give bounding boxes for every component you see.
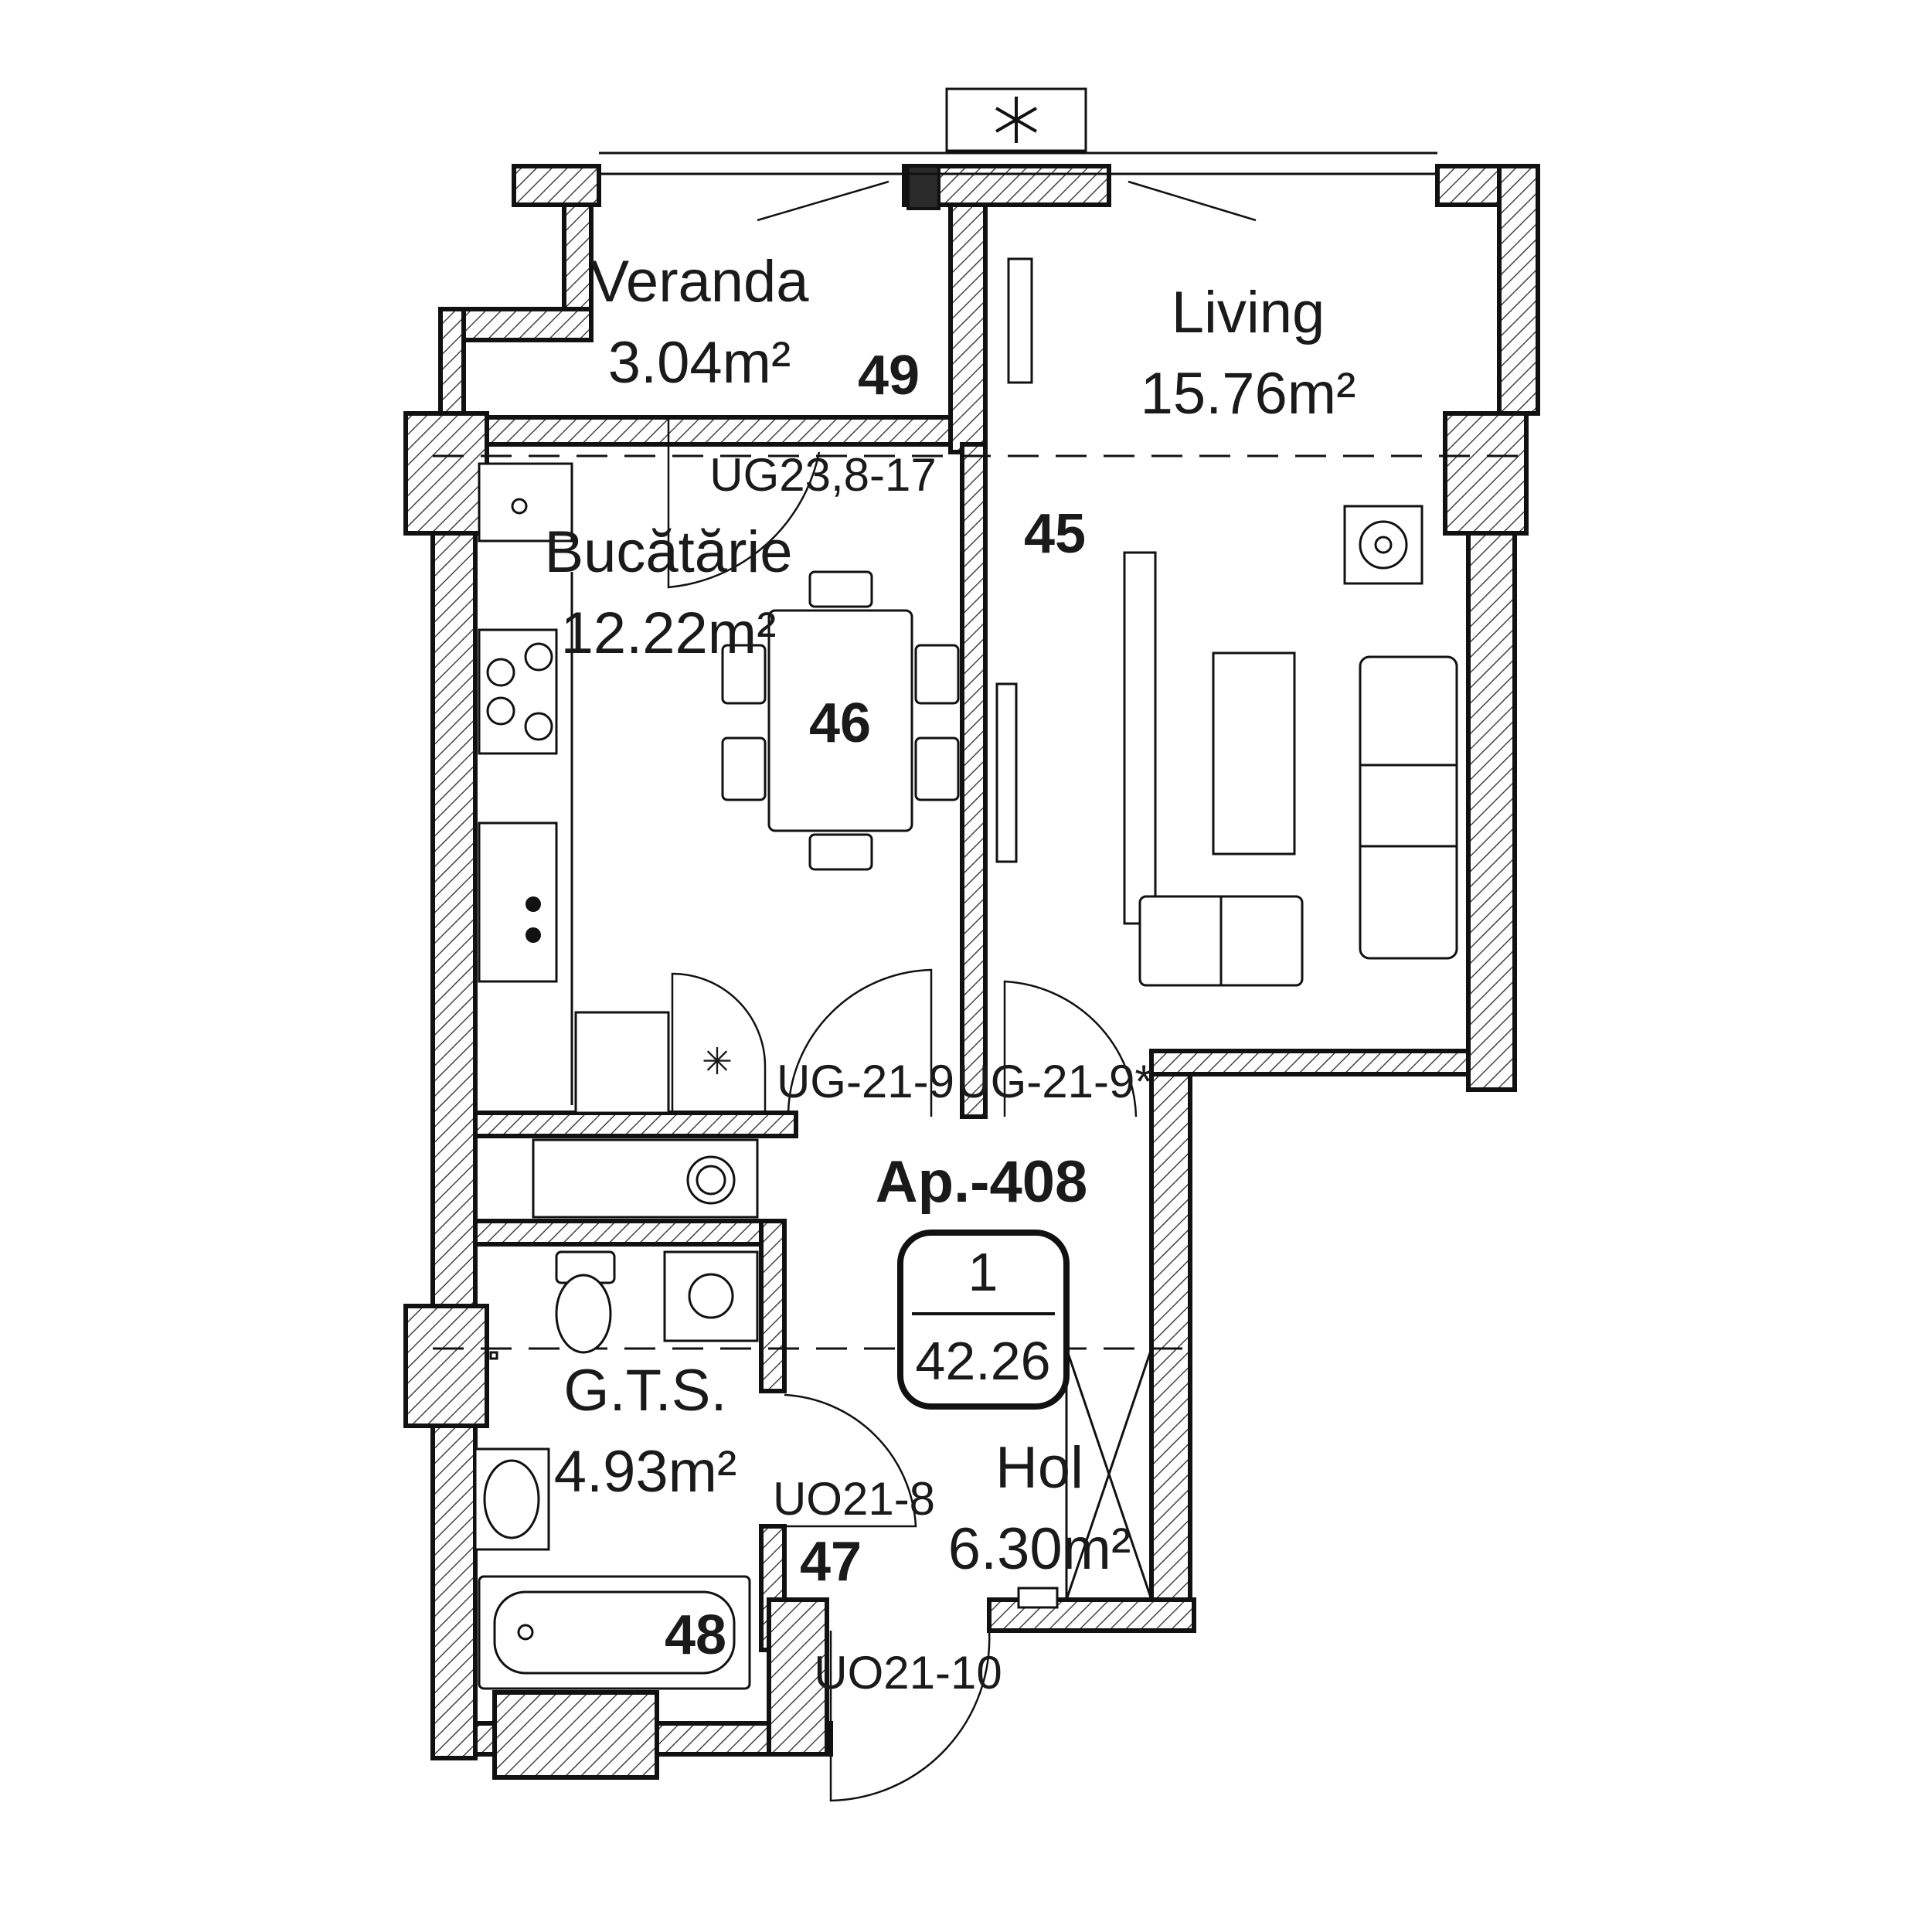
living-number: 45	[1024, 503, 1086, 565]
apartment-total-area: 42.26	[915, 1331, 1050, 1391]
veranda-window-swing-left	[757, 180, 889, 222]
veranda-name: Veranda	[590, 249, 809, 315]
veranda-window-swing-right	[1128, 180, 1257, 222]
living-door-code: UG-21-9*	[957, 1056, 1152, 1107]
snowflake-icon	[995, 97, 1037, 143]
toilet-icon	[555, 1274, 612, 1354]
washbasin	[474, 1447, 550, 1551]
sensor	[1017, 1587, 1059, 1609]
veranda-wall-left	[562, 202, 594, 311]
hall-right-wall	[1149, 1056, 1192, 1602]
kitchen-door-code: UG-21-9	[777, 1056, 954, 1107]
living-wall-right	[1466, 531, 1517, 1092]
apartment-badge	[897, 1230, 1070, 1410]
veranda-door-swing	[667, 417, 821, 589]
parapet-left	[512, 164, 601, 207]
apartment-rooms-count: 1	[968, 1242, 998, 1302]
coffee-table	[1212, 651, 1296, 855]
living-door-swing	[1003, 980, 1138, 1117]
entry-jamb-left	[767, 1597, 829, 1757]
kitchen-door-swing	[787, 968, 933, 1117]
living-wall-right-upper	[1497, 164, 1540, 416]
oven-door-swing	[671, 972, 767, 1113]
bath-right-wall-upper	[759, 1219, 787, 1393]
sofa	[1359, 655, 1458, 960]
veranda-area: 3.04m²	[608, 330, 791, 396]
fridge	[574, 1011, 670, 1114]
veranda-number: 49	[858, 345, 920, 406]
bathtub-icon	[478, 1575, 751, 1690]
hall-area: 6.30m²	[948, 1516, 1131, 1582]
veranda-living-wall	[948, 202, 988, 454]
bathroom-fixtures	[474, 1250, 759, 1690]
left-wall-lower	[430, 1423, 478, 1760]
radiator	[1007, 257, 1033, 384]
bath-top-wall	[473, 1219, 787, 1247]
kitchen-number: 46	[809, 692, 871, 754]
kitchen-area: 12.22m²	[561, 600, 777, 666]
entry-door-swing	[829, 1630, 991, 1802]
entry-door-code: UO21-10	[814, 1647, 1002, 1699]
ac-unit	[945, 87, 1087, 152]
floor-lamp	[1343, 505, 1423, 585]
water-heater	[532, 1138, 759, 1219]
kitchen-furniture: ✳	[478, 462, 767, 1114]
living-furniture	[995, 257, 1458, 987]
hall-bottom-wall	[987, 1597, 1196, 1633]
column-top-left	[403, 411, 489, 536]
cooktop-icon	[478, 628, 558, 755]
apartment-title: Ap.-408	[876, 1149, 1088, 1215]
bath-door-code: UO21-8	[773, 1473, 935, 1525]
dining-table	[721, 570, 960, 871]
bathroom-number: 48	[665, 1604, 726, 1666]
washing-machine-icon	[663, 1250, 759, 1342]
living-bottom-wall	[1149, 1049, 1471, 1077]
shaft	[492, 1690, 659, 1780]
sink-icon	[478, 821, 558, 983]
kitchen-top-wall	[485, 415, 953, 447]
living-name: Living	[1172, 280, 1325, 345]
bathroom-name: G.T.S.	[563, 1358, 726, 1423]
living-area: 15.76m²	[1141, 361, 1356, 427]
parapet-post	[906, 165, 940, 210]
star-marker: ✳	[702, 1042, 733, 1083]
kitchen-bottom-wall	[473, 1111, 798, 1138]
hall-fixtures	[532, 1138, 1153, 1609]
column-top-right	[1443, 411, 1529, 536]
rug-edge	[1123, 551, 1157, 925]
tv-unit	[995, 682, 1018, 863]
hall-name: Hol	[995, 1435, 1083, 1501]
walls	[403, 151, 1540, 1780]
kitchen-living-wall	[960, 442, 988, 1119]
veranda-door-code: UG23,8-17	[709, 449, 937, 501]
bath-door-swing	[784, 1393, 917, 1528]
kitchen-name: Bucătărie	[544, 519, 792, 585]
hall-number: 47	[800, 1531, 862, 1593]
bathroom-area: 4.93m²	[554, 1439, 737, 1505]
column-mid-left	[403, 1304, 489, 1428]
veranda-wall-lower	[438, 307, 466, 420]
left-wall-upper	[430, 531, 478, 1308]
